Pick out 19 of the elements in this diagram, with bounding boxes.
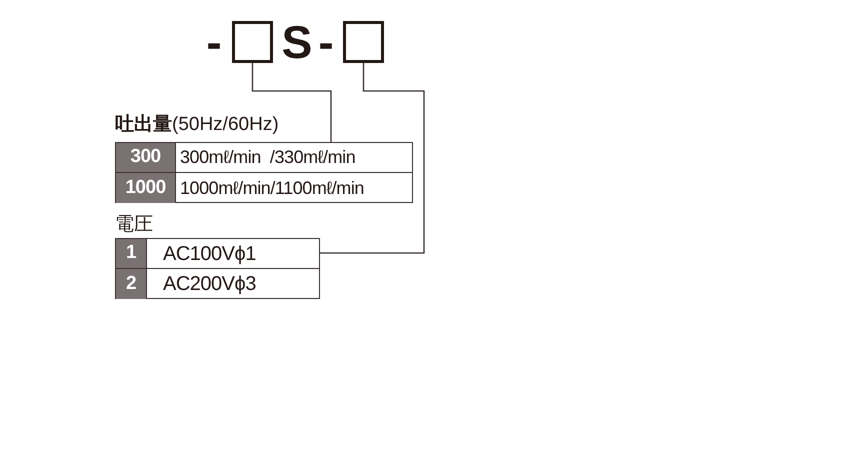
option-table: [115, 238, 320, 299]
blank-code-box: [232, 21, 273, 63]
model-code-character: -: [317, 15, 335, 70]
option-table: [115, 142, 413, 203]
value-cell-text: 1000mℓ/min/1100mℓ/min: [179, 176, 364, 200]
code-cell: 1: [116, 239, 147, 268]
code-cell: 2: [116, 269, 147, 299]
section-heading: 吐出量(50Hz/60Hz): [115, 113, 279, 137]
value-cell-text: AC200Vϕ3: [162, 272, 256, 297]
model-code-character: S: [280, 15, 314, 70]
code-cell: 1000: [116, 173, 176, 203]
code-cell: 300: [116, 143, 176, 172]
leader-line: [320, 63, 425, 254]
blank-code-box: [343, 21, 384, 63]
value-cell-text: AC100Vϕ1: [162, 242, 256, 266]
model-code-character: -: [205, 15, 223, 70]
leader-line: [252, 63, 332, 142]
value-cell-text: 300mℓ/min /330mℓ/min: [179, 146, 356, 169]
section-heading: 電圧: [115, 213, 153, 237]
